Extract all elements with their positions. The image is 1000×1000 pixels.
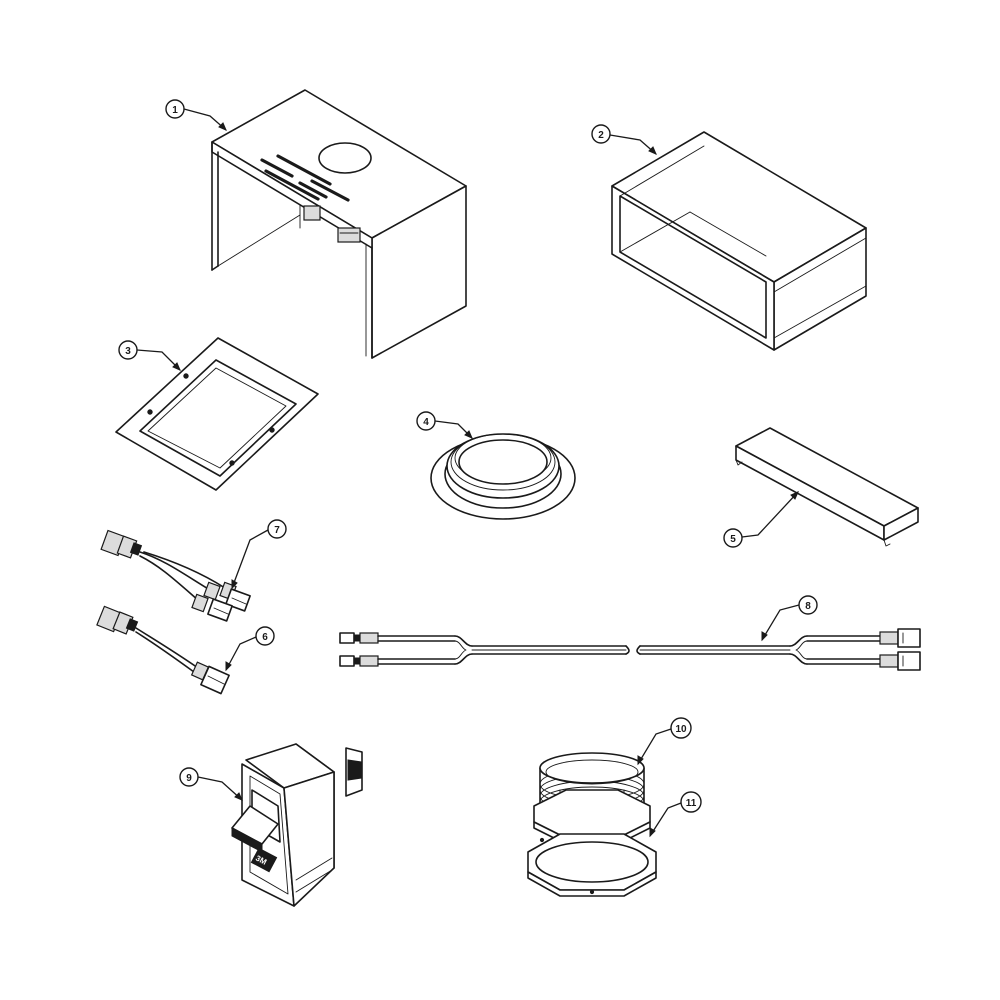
- callout-label-9: 9: [186, 773, 192, 784]
- round-collar-ring-icon: [430, 433, 576, 520]
- callout-label-4: 4: [423, 417, 429, 428]
- rocker-switch-icon: 3M: [231, 743, 363, 907]
- callout-10: 10: [637, 717, 692, 766]
- callout-11: 11: [649, 791, 702, 838]
- callout-label-6: 6: [262, 632, 268, 643]
- callout-6: 6: [225, 626, 275, 672]
- housing-cover-icon: [211, 89, 467, 359]
- single-wire-harness-icon: [96, 605, 230, 695]
- callout-label-8: 8: [805, 601, 811, 612]
- callout-9: 9: [179, 767, 243, 801]
- dual-extension-cable-icon: [339, 628, 921, 671]
- y-splitter-harness-icon: [100, 529, 251, 622]
- callout-8: 8: [761, 595, 818, 642]
- callout-2: 2: [591, 124, 657, 155]
- callout-label-5: 5: [730, 534, 736, 545]
- callout-label-1: 1: [172, 105, 178, 116]
- callout-label-10: 10: [675, 724, 687, 735]
- callout-label-11: 11: [686, 798, 697, 809]
- callout-4: 4: [416, 411, 473, 439]
- channel-bracket-icon: [735, 427, 919, 547]
- callout-label-2: 2: [598, 130, 604, 141]
- callout-label-7: 7: [274, 525, 280, 536]
- callout-5: 5: [723, 491, 799, 548]
- open-frame-box-icon: [611, 131, 867, 351]
- callout-3: 3: [118, 340, 181, 371]
- callout-7: 7: [231, 519, 287, 590]
- mounting-gasket-frame-icon: [115, 337, 319, 491]
- octagonal-flange-plate-icon: [527, 789, 657, 897]
- callout-1: 1: [165, 99, 227, 131]
- callout-label-3: 3: [125, 346, 131, 357]
